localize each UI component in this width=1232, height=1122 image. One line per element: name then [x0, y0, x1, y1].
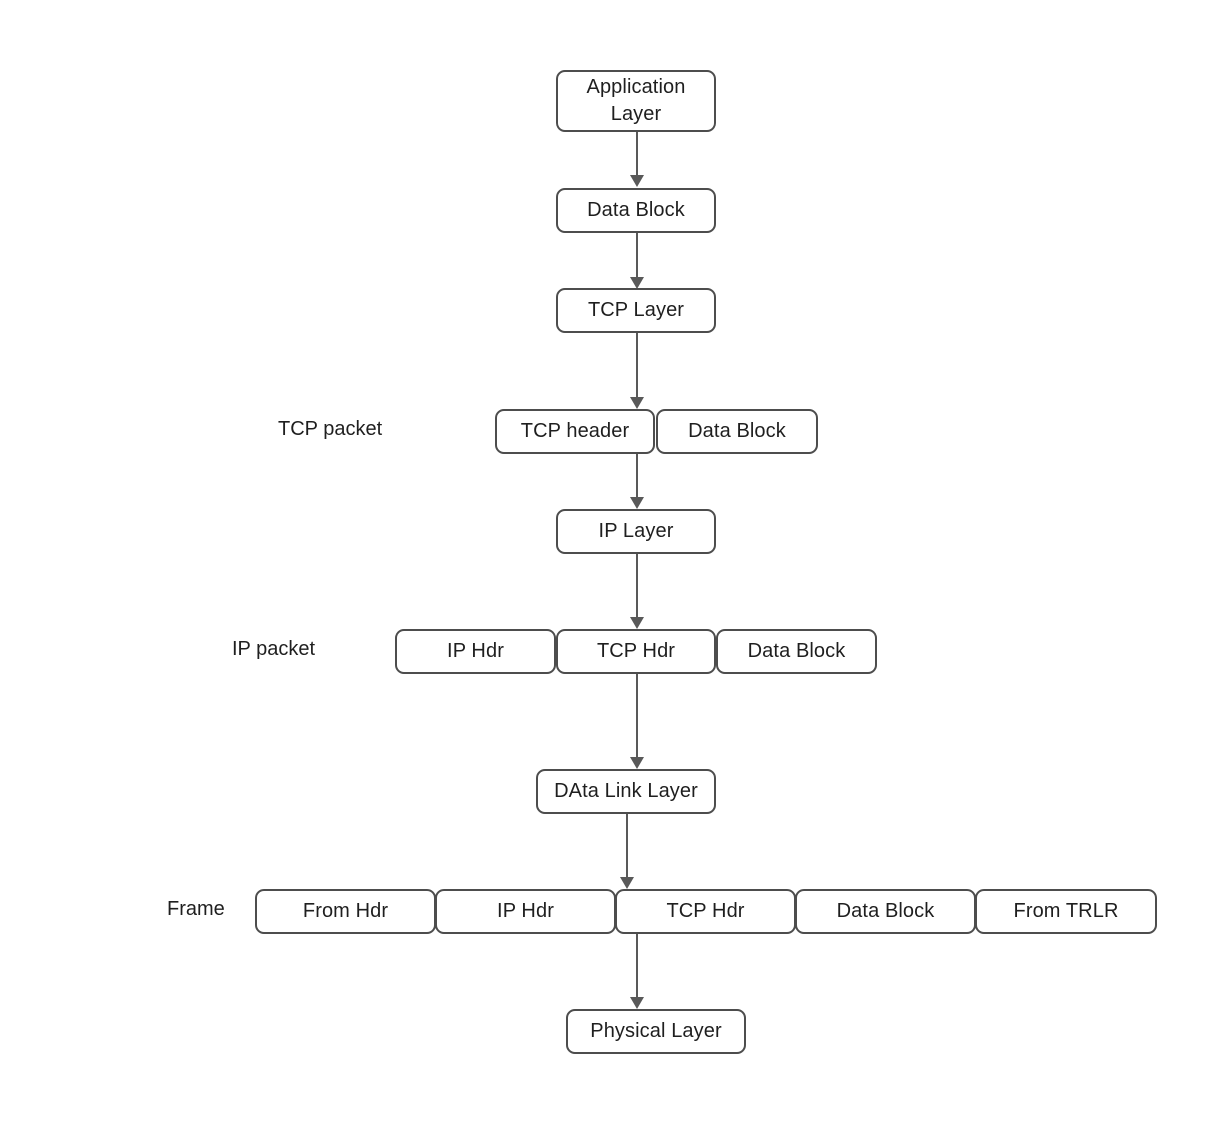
frame-segment-data-block-label: Data Block [836, 900, 935, 922]
node-data-block-label: Data Block [587, 199, 685, 222]
frame-segment-from-hdr-label: From Hdr [302, 900, 389, 922]
arrow-tcp-packet-to-ip-layer [630, 453, 644, 509]
frame-segment-from-trlr-label: From TRLR [1013, 900, 1119, 922]
application-layer-line-2: Layer [610, 103, 662, 125]
ip-packet-segment-tcp-hdr-label: TCP Hdr [596, 640, 676, 662]
node-application-layer[interactable]: Application Layer [556, 70, 716, 132]
tcp-packet-segment-tcp-header[interactable]: TCP header [495, 409, 655, 454]
frame-segment-tcp-hdr-label: TCP Hdr [666, 900, 745, 922]
arrow-frame-to-physical-layer [630, 933, 644, 1009]
node-physical-layer[interactable]: Physical Layer [566, 1009, 746, 1054]
node-data-link-layer-label: DAta Link Layer [554, 780, 698, 803]
row-label-ip-packet: IP packet [232, 638, 316, 660]
node-data-link-layer[interactable]: DAta Link Layer [536, 769, 716, 814]
node-physical-layer-label: Physical Layer [590, 1020, 722, 1043]
frame-segment-data-block[interactable]: Data Block [795, 889, 976, 934]
application-layer-line-1: Application [586, 76, 686, 98]
row-label-tcp-packet: TCP packet [278, 418, 383, 440]
row-label-frame: Frame [167, 898, 225, 920]
frame-segment-tcp-hdr[interactable]: TCP Hdr [615, 889, 796, 934]
ip-packet-segment-ip-hdr-label: IP Hdr [447, 640, 504, 662]
node-ip-layer-label: IP Layer [598, 520, 674, 543]
arrow-application-to-data-block [630, 131, 644, 187]
node-application-layer-label: Application Layer [587, 74, 686, 128]
frame-segment-ip-hdr[interactable]: IP Hdr [435, 889, 616, 934]
arrow-data-block-to-tcp-layer [630, 233, 644, 289]
ip-packet-segment-tcp-hdr[interactable]: TCP Hdr [556, 629, 716, 674]
tcp-packet-segment-data-block-label: Data Block [688, 420, 786, 442]
frame-segment-from-trlr[interactable]: From TRLR [975, 889, 1157, 934]
node-data-block[interactable]: Data Block [556, 188, 716, 233]
arrow-ip-layer-to-ip-packet [630, 553, 644, 629]
node-ip-layer[interactable]: IP Layer [556, 509, 716, 554]
arrow-data-link-layer-to-frame [620, 813, 634, 889]
node-tcp-layer[interactable]: TCP Layer [556, 288, 716, 333]
arrow-tcp-layer-to-tcp-packet [630, 333, 644, 409]
ip-packet-segment-data-block-label: Data Block [747, 640, 846, 662]
node-tcp-layer-label: TCP Layer [587, 299, 685, 322]
frame-segment-from-hdr[interactable]: From Hdr [255, 889, 436, 934]
arrow-ip-packet-to-data-link-layer [630, 673, 644, 769]
ip-packet-segment-ip-hdr[interactable]: IP Hdr [395, 629, 556, 674]
frame-segment-ip-hdr-label: IP Hdr [497, 900, 554, 922]
ip-packet-segment-data-block[interactable]: Data Block [716, 629, 877, 674]
tcp-packet-segment-data-block[interactable]: Data Block [656, 409, 818, 454]
tcp-packet-segment-tcp-header-label: TCP header [520, 420, 630, 442]
